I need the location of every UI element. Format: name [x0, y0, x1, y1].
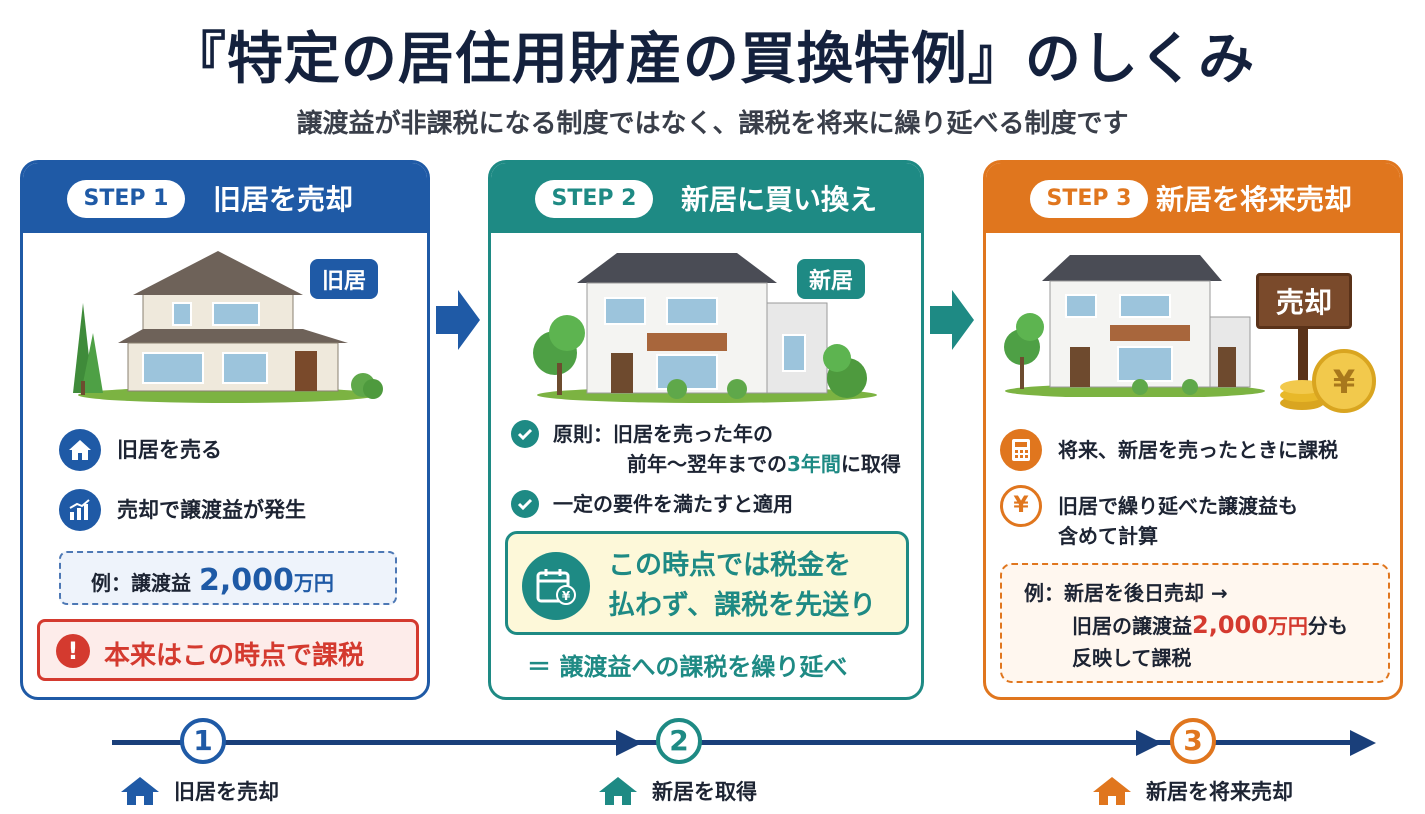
step1-example-box: 例：譲渡益 2,000 万円 [59, 551, 397, 605]
step2-title: 新居に買い換え [681, 183, 878, 216]
page-title: 『特定の居住用財産の買換特例』のしくみ [169, 27, 1256, 92]
timeline-step2-text: 新居を取得 [652, 780, 757, 804]
step2-rule: 原則：旧居を売った年の 前年〜翌年までの3年間に取得 [511, 419, 901, 479]
page-subtitle: 譲渡益が非課税になる制度ではなく、課税を将来に繰り延べる制度です [296, 109, 1129, 139]
timeline-step2-marker: 2 [656, 718, 702, 764]
step1-alert-box: ! 本来はこの時点で課税 [37, 619, 419, 681]
step3-pill: STEP 3 [1030, 180, 1148, 218]
new-house-tag: 新居 [797, 259, 866, 299]
timeline-step2-label: 新居を取得 [598, 776, 757, 806]
step3-example-line2-post: 分も [1307, 614, 1348, 638]
house-icon [1093, 777, 1131, 805]
arrow-right-icon [930, 290, 974, 350]
step1-title: 旧居を売却 [213, 183, 354, 216]
step1-example-unit: 万円 [293, 571, 334, 595]
step3-example-line1: 例：新居を後日売却 → [1024, 581, 1228, 605]
arrow-right-icon [436, 290, 480, 350]
step1-item-sell-text: 旧居を売る [117, 438, 222, 462]
old-house-illustration [73, 251, 383, 403]
step2-header: STEP 2 新居に買い換え [491, 163, 921, 233]
step2-card: STEP 2 新居に買い換え 新居 原則：旧居を売った年の 前年〜翌年までの3年… [488, 160, 924, 700]
timeline-step3-label: 新居を将来売却 [1092, 776, 1293, 806]
step1-alert-text: 本来はこの時点で課税 [104, 641, 365, 671]
house-icon [599, 777, 637, 805]
step3-item-deferred-line2: 含めて計算 [1058, 524, 1158, 548]
timeline-step3-marker: 3 [1170, 718, 1216, 764]
svg-text:¥: ¥ [1333, 363, 1355, 401]
step1-header: STEP 1 旧居を売却 [23, 163, 427, 233]
svg-text:¥: ¥ [562, 589, 571, 603]
step2-rule-highlight: 3年間 [787, 452, 841, 476]
step1-item-gain: 売却で譲渡益が発生 [59, 489, 306, 531]
sale-sign [1256, 273, 1352, 329]
timeline-step1-marker: 1 [180, 718, 226, 764]
step1-pill: STEP 1 [67, 180, 185, 218]
yen-circle-icon: ¥ [1000, 485, 1042, 527]
check-icon [511, 490, 539, 518]
step3-example-line2-pre: 旧居の譲渡益 [1072, 614, 1192, 638]
future-house-illustration [1004, 255, 1265, 397]
step1-example-amount: 2,000 [199, 563, 294, 598]
step1-card: STEP 1 旧居を売却 旧居 旧居を売る 売却で譲渡益が発生 [20, 160, 430, 700]
step3-item-future-tax: 将来、新居を売ったときに課税 [1000, 429, 1338, 471]
timeline-step1-text: 旧居を売却 [174, 780, 279, 804]
step3-example-unit: 万円 [1267, 614, 1308, 638]
house-icon [59, 429, 101, 471]
step2-defer-line2: 払わず、課税を先送り [608, 590, 877, 621]
step2-rule-line2-post: に取得 [840, 452, 901, 476]
sale-sign-text: 売却 [1275, 286, 1332, 319]
timeline-step1-label: 旧居を売却 [120, 776, 279, 806]
check-icon [511, 420, 539, 448]
step3-card: STEP 3 新居を将来売却 売却 ¥ 将来、新居を売ったときに課税 ¥ [983, 160, 1403, 700]
step2-condition-text: 一定の要件を満たすと適用 [553, 492, 793, 516]
step3-item-deferred-line1: 旧居で繰り延べた譲渡益も [1058, 494, 1298, 518]
step2-pill: STEP 2 [535, 180, 653, 218]
house-icon [121, 777, 159, 805]
timeline-step3-text: 新居を将来売却 [1146, 780, 1293, 804]
step3-example-line3: 反映して課税 [1072, 646, 1192, 670]
timeline-line [112, 740, 1352, 745]
step3-example-amount: 2,000 [1192, 611, 1268, 639]
step2-defer-line1: この時点では税金を [608, 550, 851, 581]
step2-condition: 一定の要件を満たすと適用 [511, 489, 793, 519]
step2-conclusion: ＝ 譲渡益への課税を繰り延べ [527, 653, 848, 681]
calendar-yen-icon: ¥ [522, 552, 590, 620]
step2-rule-line1: 原則：旧居を売った年の [553, 422, 773, 446]
timeline-arrowhead-1 [616, 730, 642, 756]
step3-header: STEP 3 新居を将来売却 [986, 163, 1400, 233]
growth-chart-icon [59, 489, 101, 531]
step2-rule-line2-pre: 前年〜翌年までの [627, 452, 787, 476]
step1-item-gain-text: 売却で譲渡益が発生 [117, 498, 306, 522]
old-house-tag: 旧居 [310, 259, 379, 299]
calculator-icon [1000, 429, 1042, 471]
step1-example-prefix: 例：譲渡益 [91, 571, 191, 595]
step3-item-future-tax-text: 将来、新居を売ったときに課税 [1058, 438, 1338, 462]
new-house-illustration [533, 253, 877, 403]
alert-icon: ! [56, 634, 90, 668]
timeline-arrowhead-3 [1350, 730, 1376, 756]
timeline-arrowhead-2 [1136, 730, 1162, 756]
sale-sign-post [1298, 329, 1308, 389]
yen-coin-icon: ¥ [1280, 349, 1376, 413]
step2-defer-box: ¥ この時点では税金を 払わず、課税を先送り [505, 531, 909, 635]
step3-example-box: 例：新居を後日売却 → 旧居の譲渡益2,000万円分も 反映して課税 [1000, 563, 1390, 683]
step1-item-sell: 旧居を売る [59, 429, 222, 471]
step3-item-deferred-gain: ¥ 旧居で繰り延べた譲渡益も 含めて計算 [1000, 485, 1298, 551]
step3-title: 新居を将来売却 [1156, 183, 1353, 216]
